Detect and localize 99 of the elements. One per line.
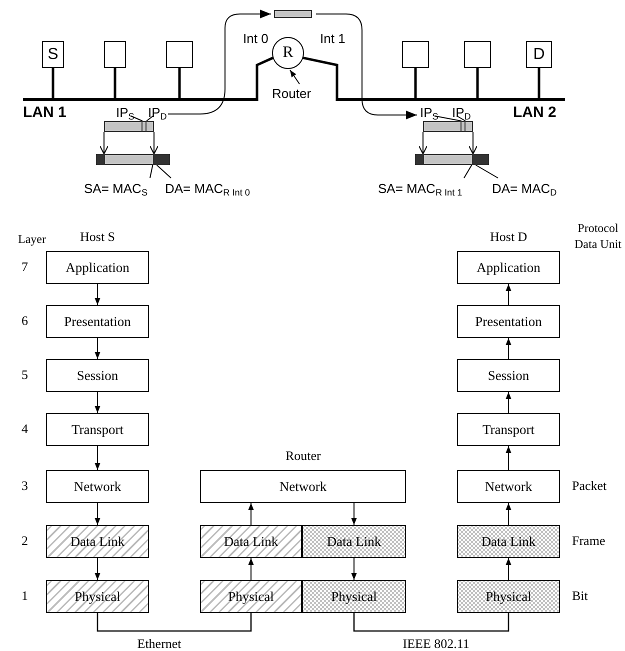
interface-label: Int 1 — [320, 31, 346, 46]
leader-line — [475, 164, 498, 178]
host-box — [166, 41, 193, 68]
layer-box: Presentation — [46, 305, 149, 338]
label-text: IP$_{D}$ — [452, 104, 471, 120]
leader-line — [146, 116, 154, 122]
stack-heading: Host D — [490, 229, 528, 245]
layer-number: 5 — [22, 367, 28, 383]
interface-label: Int 0 — [243, 31, 268, 46]
arrow — [506, 558, 512, 580]
stack-heading: Router — [286, 448, 321, 464]
cable-line — [538, 68, 540, 98]
layer-number: 2 — [22, 533, 28, 549]
layer-number: 3 — [22, 478, 28, 494]
layer-box: Network — [457, 470, 560, 503]
layer-box: Transport — [457, 413, 560, 446]
layer-box: Data Link — [46, 525, 149, 558]
arrow — [290, 70, 300, 84]
pdu-label: Bit — [572, 588, 588, 604]
arrow — [351, 502, 357, 526]
label-text: Router — [272, 85, 312, 101]
arrow — [506, 392, 512, 414]
arrow — [248, 558, 254, 580]
cable-line — [302, 56, 338, 101]
cable-line — [178, 68, 181, 98]
layer-box: Network — [200, 470, 406, 503]
router-circle: R — [272, 37, 304, 69]
arrow — [506, 446, 512, 470]
layer-box: Physical — [302, 580, 406, 613]
packet-bar — [104, 121, 154, 132]
packet-bar — [274, 10, 312, 18]
layer-box: Physical — [200, 580, 302, 613]
layer-box: Physical — [46, 580, 149, 613]
arrow — [418, 132, 428, 154]
arrow — [94, 446, 100, 470]
layer-box: Transport — [46, 413, 149, 446]
layer-box: Physical — [457, 580, 560, 613]
arrow — [248, 502, 254, 526]
leader-line — [464, 164, 472, 178]
layer-number: 1 — [22, 588, 28, 604]
arrow — [506, 338, 512, 360]
host-box: D — [526, 41, 552, 68]
layer-box: Session — [457, 359, 560, 392]
cable-line — [96, 613, 252, 632]
axis-heading: Protocol Data Unit — [574, 221, 622, 252]
packet-bar — [423, 121, 473, 132]
arrow — [94, 338, 100, 360]
arrow — [150, 132, 158, 154]
layer-box: Presentation — [457, 305, 560, 338]
frame-bar — [96, 154, 170, 165]
layer-number: 6 — [22, 313, 28, 329]
layer-box: Data Link — [457, 525, 560, 558]
label-text: SA= MAC$_{S}$ — [84, 180, 148, 196]
arrow — [94, 284, 100, 306]
arrow — [316, 14, 418, 120]
leader-line — [156, 164, 172, 178]
label-text: SA= MAC$_{R Int 1}$ — [378, 180, 462, 196]
arrow — [94, 558, 100, 580]
arrow — [94, 502, 100, 526]
arrow — [468, 132, 478, 154]
cable-line — [414, 68, 417, 98]
leader-line — [456, 116, 466, 122]
label-text: DA= MAC$_{R Int 0}$ — [165, 180, 250, 196]
layer-box: Data Link — [302, 525, 406, 558]
arrow — [94, 392, 100, 414]
cable-line — [52, 68, 54, 98]
label-text: DA= MAC$_{D}$ — [492, 180, 557, 196]
layer-box: Data Link — [200, 525, 302, 558]
arrow — [100, 132, 108, 154]
layer-box: Application — [46, 251, 149, 284]
arrow — [506, 284, 512, 306]
arrow — [506, 502, 512, 526]
layer-box: Application — [457, 251, 560, 284]
network-bus — [336, 98, 565, 101]
layer-box: Network — [46, 470, 149, 503]
pdu-label: Packet — [572, 478, 607, 494]
host-box — [104, 41, 126, 68]
cable-line — [256, 56, 274, 101]
cable-line — [476, 68, 479, 98]
layer-number: 7 — [22, 259, 28, 275]
layer-number: 4 — [22, 421, 28, 437]
arrow — [351, 558, 357, 580]
network-bus — [23, 98, 258, 101]
arrow — [168, 10, 272, 114]
cable-line — [114, 68, 116, 98]
frame-bar — [415, 154, 489, 165]
layer-box: Session — [46, 359, 149, 392]
stack-heading: Host S — [80, 229, 116, 245]
network-label: LAN 1 — [23, 104, 66, 121]
axis-heading: Layer — [18, 232, 46, 247]
cable-line — [353, 613, 510, 632]
host-box: S — [42, 41, 64, 68]
label-text: IP$_{D}$ — [148, 104, 167, 120]
leader-line — [434, 116, 462, 122]
host-box — [402, 41, 429, 68]
pdu-label: Frame — [572, 533, 606, 549]
leader-line — [150, 164, 154, 178]
host-box — [464, 41, 491, 68]
network-label: LAN 2 — [513, 104, 556, 121]
